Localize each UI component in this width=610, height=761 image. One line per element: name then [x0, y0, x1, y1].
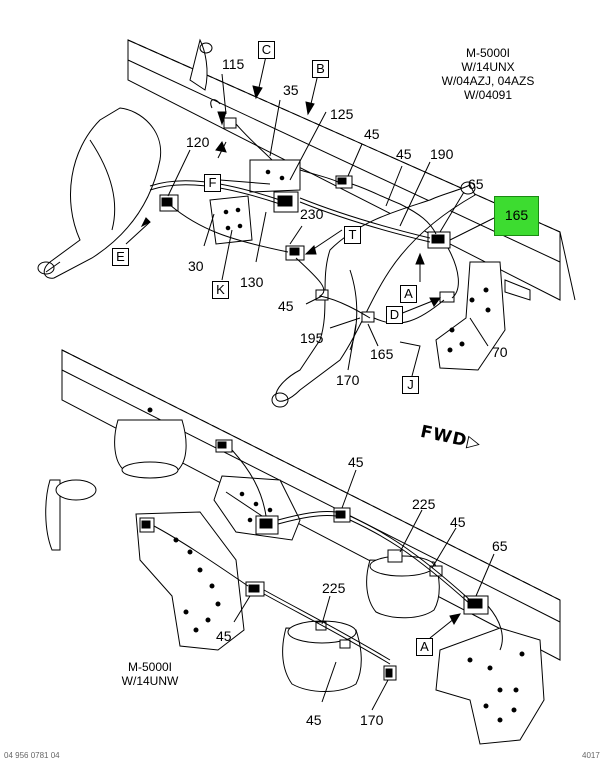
bottom-air-lines: [153, 449, 503, 665]
callout-65-a[interactable]: 65: [468, 176, 484, 192]
note-bottom-left-line-2: W/14UNW: [121, 674, 179, 688]
callout-225-a[interactable]: 225: [412, 496, 436, 512]
callout-170-b[interactable]: 170: [360, 712, 384, 728]
ref-box-k[interactable]: K: [212, 281, 229, 299]
ref-box-a-bottom[interactable]: A: [416, 638, 433, 656]
callout-65-b[interactable]: 65: [492, 538, 508, 554]
ref-box-c[interactable]: C: [258, 41, 275, 59]
note-top-right-line-1: M-5000I: [465, 46, 511, 60]
top-left-spring: [37, 38, 213, 279]
callout-115[interactable]: 115: [222, 56, 245, 72]
callout-165-a[interactable]: 165: [370, 346, 394, 362]
callout-30[interactable]: 30: [188, 258, 204, 274]
ref-box-f[interactable]: F: [204, 174, 221, 192]
ref-box-b[interactable]: B: [312, 60, 329, 78]
callout-195[interactable]: 195: [300, 330, 324, 346]
callout-45-c[interactable]: 45: [278, 298, 294, 314]
callout-70[interactable]: 70: [492, 344, 508, 360]
ref-box-d[interactable]: D: [386, 306, 403, 324]
highlighted-callout-165[interactable]: 165: [494, 196, 539, 236]
top-leaders: [125, 55, 495, 377]
note-bottom-left-line-1: M-5000I: [127, 660, 173, 674]
bottom-arrowheads: [449, 613, 462, 626]
note-top-right-line-3: W/04AZJ, 04AZS: [441, 74, 535, 88]
note-bottom-left: M-5000I W/14UNW: [100, 660, 200, 688]
bottom-right-bracket: [435, 627, 545, 745]
ref-box-t[interactable]: T: [344, 226, 361, 244]
callout-45-d[interactable]: 45: [348, 454, 364, 470]
callout-45-f[interactable]: 45: [216, 628, 232, 644]
bottom-air-springs: [45, 419, 440, 692]
footer-left: 04 956 0781 04: [4, 751, 60, 760]
footer-right: 4017: [582, 751, 600, 760]
top-left-bracket: [209, 159, 301, 245]
callout-45-b[interactable]: 45: [396, 146, 412, 162]
top-right-bracket: [435, 261, 531, 371]
callout-125[interactable]: 125: [330, 106, 354, 122]
callout-130[interactable]: 130: [240, 274, 264, 290]
callout-225-b[interactable]: 225: [322, 580, 346, 596]
callout-190[interactable]: 190: [430, 146, 454, 162]
ref-box-j[interactable]: J: [402, 376, 419, 394]
top-arrowheads: [140, 85, 441, 307]
bottom-valves: [139, 439, 489, 681]
note-top-right: M-5000I W/14UNX W/04AZJ, 04AZS W/04091: [428, 46, 548, 102]
bottom-left-bracket: [135, 511, 245, 651]
callout-230[interactable]: 230: [300, 206, 324, 222]
callout-45-g[interactable]: 45: [306, 712, 322, 728]
callout-120[interactable]: 120: [186, 134, 210, 150]
ref-box-a-top[interactable]: A: [400, 285, 417, 303]
callout-35[interactable]: 35: [283, 82, 299, 98]
callout-45-e[interactable]: 45: [450, 514, 466, 530]
callout-170-a[interactable]: 170: [336, 372, 360, 388]
ref-box-e[interactable]: E: [112, 248, 129, 266]
note-top-right-line-4: W/04091: [463, 88, 513, 102]
top-air-lines: [149, 123, 459, 324]
note-top-right-line-2: W/14UNX: [461, 60, 515, 74]
callout-45-a[interactable]: 45: [364, 126, 380, 142]
